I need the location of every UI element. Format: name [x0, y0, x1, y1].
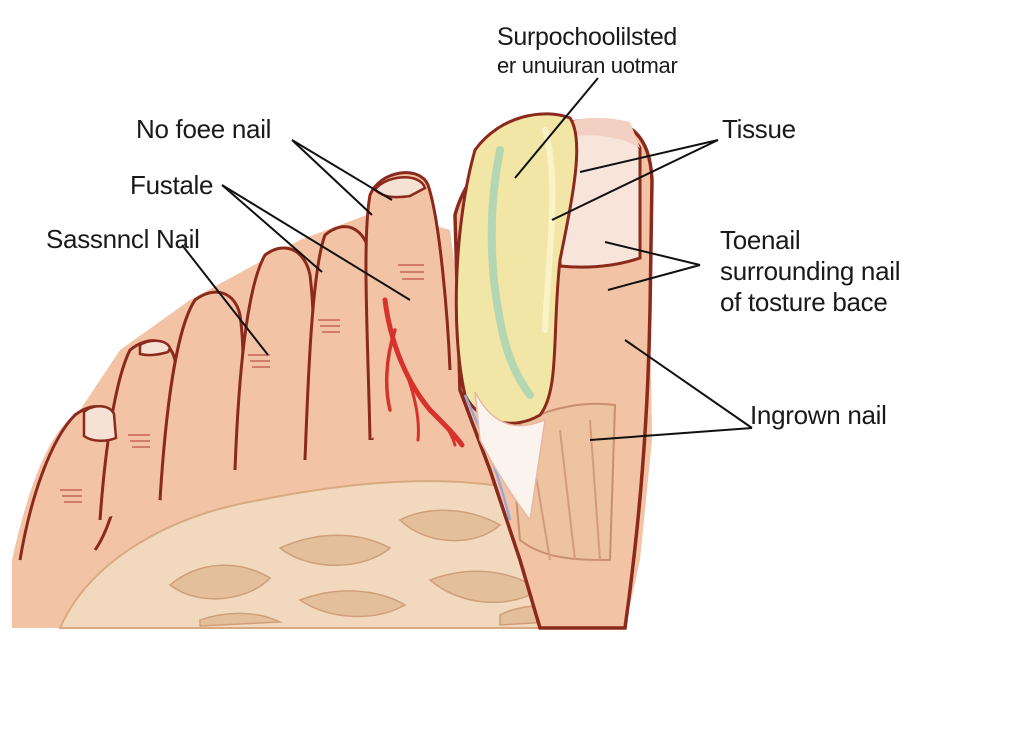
leader-no-foee-1	[291, 139, 393, 201]
leader-top	[514, 77, 599, 179]
swollen-nail-fold	[454, 112, 579, 425]
label-top-line1: Surpochoolilsted	[497, 23, 678, 51]
leader-tissue-1	[579, 139, 719, 173]
nail-highlight	[542, 127, 556, 333]
label-tissue: Tissue	[722, 114, 796, 144]
label-ingrown-nail: Ingrown nail	[750, 400, 887, 430]
label-sassnncl-nail: Sassnncl Nail	[46, 224, 200, 254]
cuticle-tissue	[555, 117, 640, 148]
leader-lines	[181, 77, 753, 441]
label-fustale: Fustale	[130, 170, 214, 200]
leader-toenail-2	[607, 264, 701, 291]
label-no-foee-nail: No foee nail	[136, 114, 272, 144]
label-toenail-line1: Toenail	[720, 225, 801, 255]
sole-pads	[168, 509, 588, 627]
leader-toenail-1	[604, 241, 701, 266]
small-toes	[18, 171, 452, 561]
leader-ingrown-2	[589, 427, 753, 441]
leader-fustale-1	[221, 184, 323, 273]
pus-streak	[487, 146, 534, 399]
label-top: Surpochoolilsted er unuiuran uotmar	[497, 22, 678, 79]
leader-ingrown-1	[624, 339, 753, 429]
leader-tissue-2	[551, 139, 719, 221]
leader-fustale-2	[221, 184, 411, 301]
nail-groove	[463, 391, 546, 522]
label-top-line2: er unuiuran uotmar	[497, 53, 678, 78]
leader-no-foee-2	[291, 139, 373, 216]
label-toenail-line2: surrounding nail	[720, 256, 901, 286]
label-toenail: Toenail surrounding nail of tosture bace	[720, 225, 901, 318]
leader-sassnncl	[181, 244, 269, 356]
inflammation-vessels	[382, 297, 465, 448]
small-toenails	[82, 176, 427, 442]
label-toenail-line3: of tosture bace	[720, 287, 888, 317]
infected-fold	[454, 112, 579, 425]
